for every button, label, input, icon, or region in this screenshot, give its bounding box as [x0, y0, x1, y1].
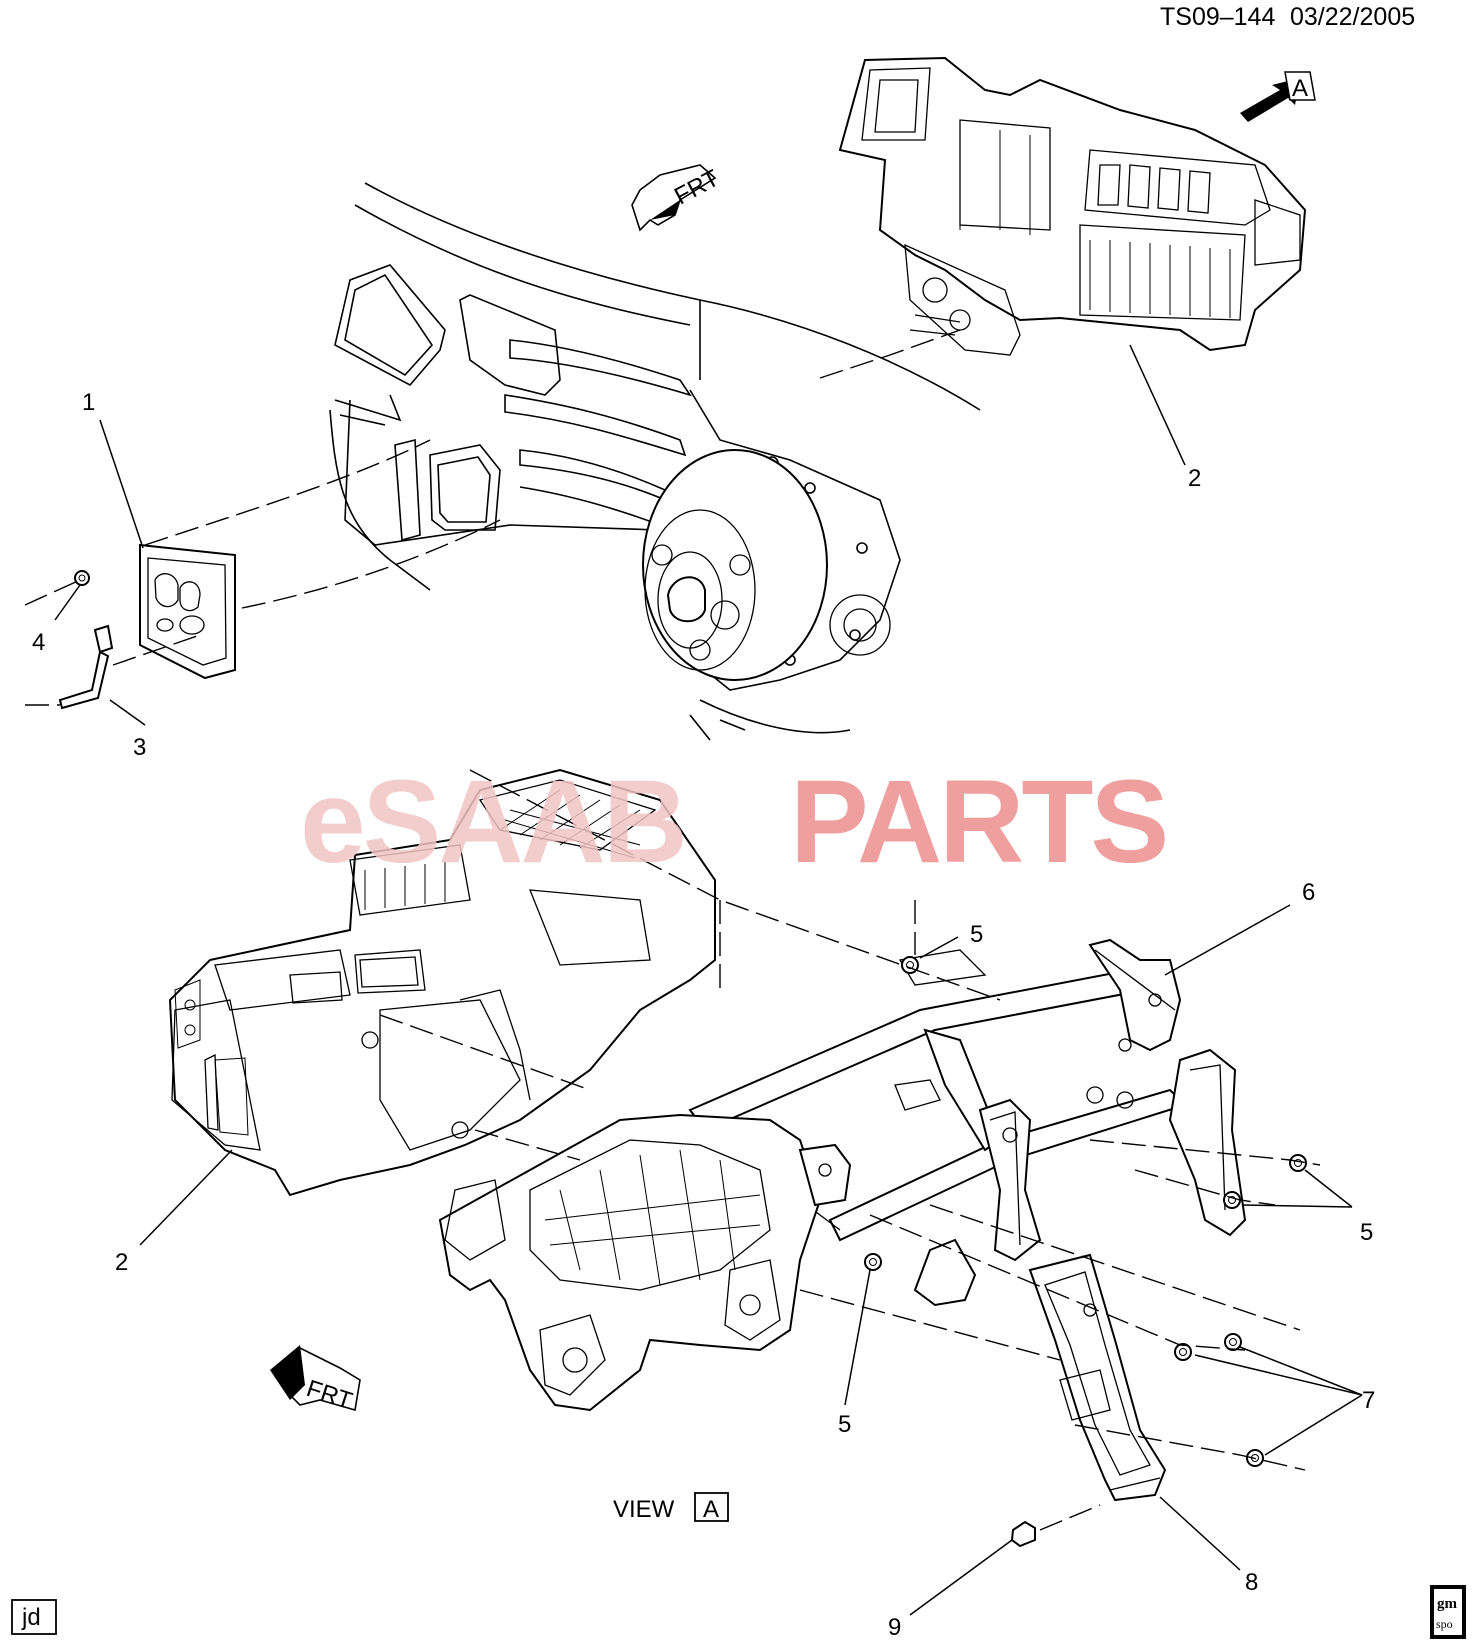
diagram-code: TS09–144 — [1160, 3, 1275, 31]
gm-spo-logo: gm spo — [1430, 1585, 1466, 1639]
callout-5-top: 5 — [970, 921, 983, 948]
callout-1: 1 — [82, 389, 95, 416]
callout-2-bottom: 2 — [115, 1249, 128, 1276]
watermark-part1: eSAAB — [300, 756, 685, 888]
fastener-nuts — [864, 956, 1307, 1467]
front-arrow-icon: FRT — [631, 164, 724, 232]
hvac-module-top — [838, 56, 1307, 356]
part-3-hose — [58, 624, 114, 710]
arrow-a-icon: A — [1240, 71, 1316, 122]
view-letter-box — [694, 1492, 729, 1522]
part-4-nut — [74, 570, 90, 586]
arrow-a-letter: A — [1292, 75, 1308, 102]
view-label: VIEW — [613, 1496, 675, 1523]
corner-badge-box — [11, 1599, 57, 1635]
corner-badge: jd — [21, 1604, 41, 1631]
callout-8: 8 — [1245, 1569, 1258, 1596]
watermark: eSAAB PARTS — [300, 756, 1169, 888]
center-support-duct — [438, 1113, 852, 1412]
callout-7: 7 — [1362, 1387, 1375, 1414]
hvac-module-bottom — [168, 768, 716, 1197]
callout-2-top: 2 — [1188, 465, 1201, 492]
part-1-cover — [139, 543, 236, 680]
cross-car-beam — [688, 938, 1247, 1307]
callout-9: 9 — [888, 1614, 901, 1641]
part-9-clip — [1010, 1520, 1036, 1548]
view-letter: A — [703, 1496, 719, 1523]
callout-6: 6 — [1302, 879, 1315, 906]
part-8-brace — [1028, 1253, 1167, 1502]
callout-5-right: 5 — [1360, 1219, 1373, 1246]
callout-5-bottom: 5 — [838, 1411, 851, 1438]
front-arrow-icon: FRT — [270, 1345, 361, 1415]
logo-line2: spo — [1436, 1617, 1453, 1631]
callout-4: 4 — [32, 629, 45, 656]
watermark-part2: PARTS — [790, 756, 1166, 888]
brake-booster — [642, 449, 891, 681]
vehicle-firewall — [329, 182, 981, 741]
callout-3: 3 — [133, 734, 146, 761]
logo-line1: gm — [1437, 1596, 1458, 1612]
diagram-date: 03/22/2005 — [1290, 3, 1415, 31]
